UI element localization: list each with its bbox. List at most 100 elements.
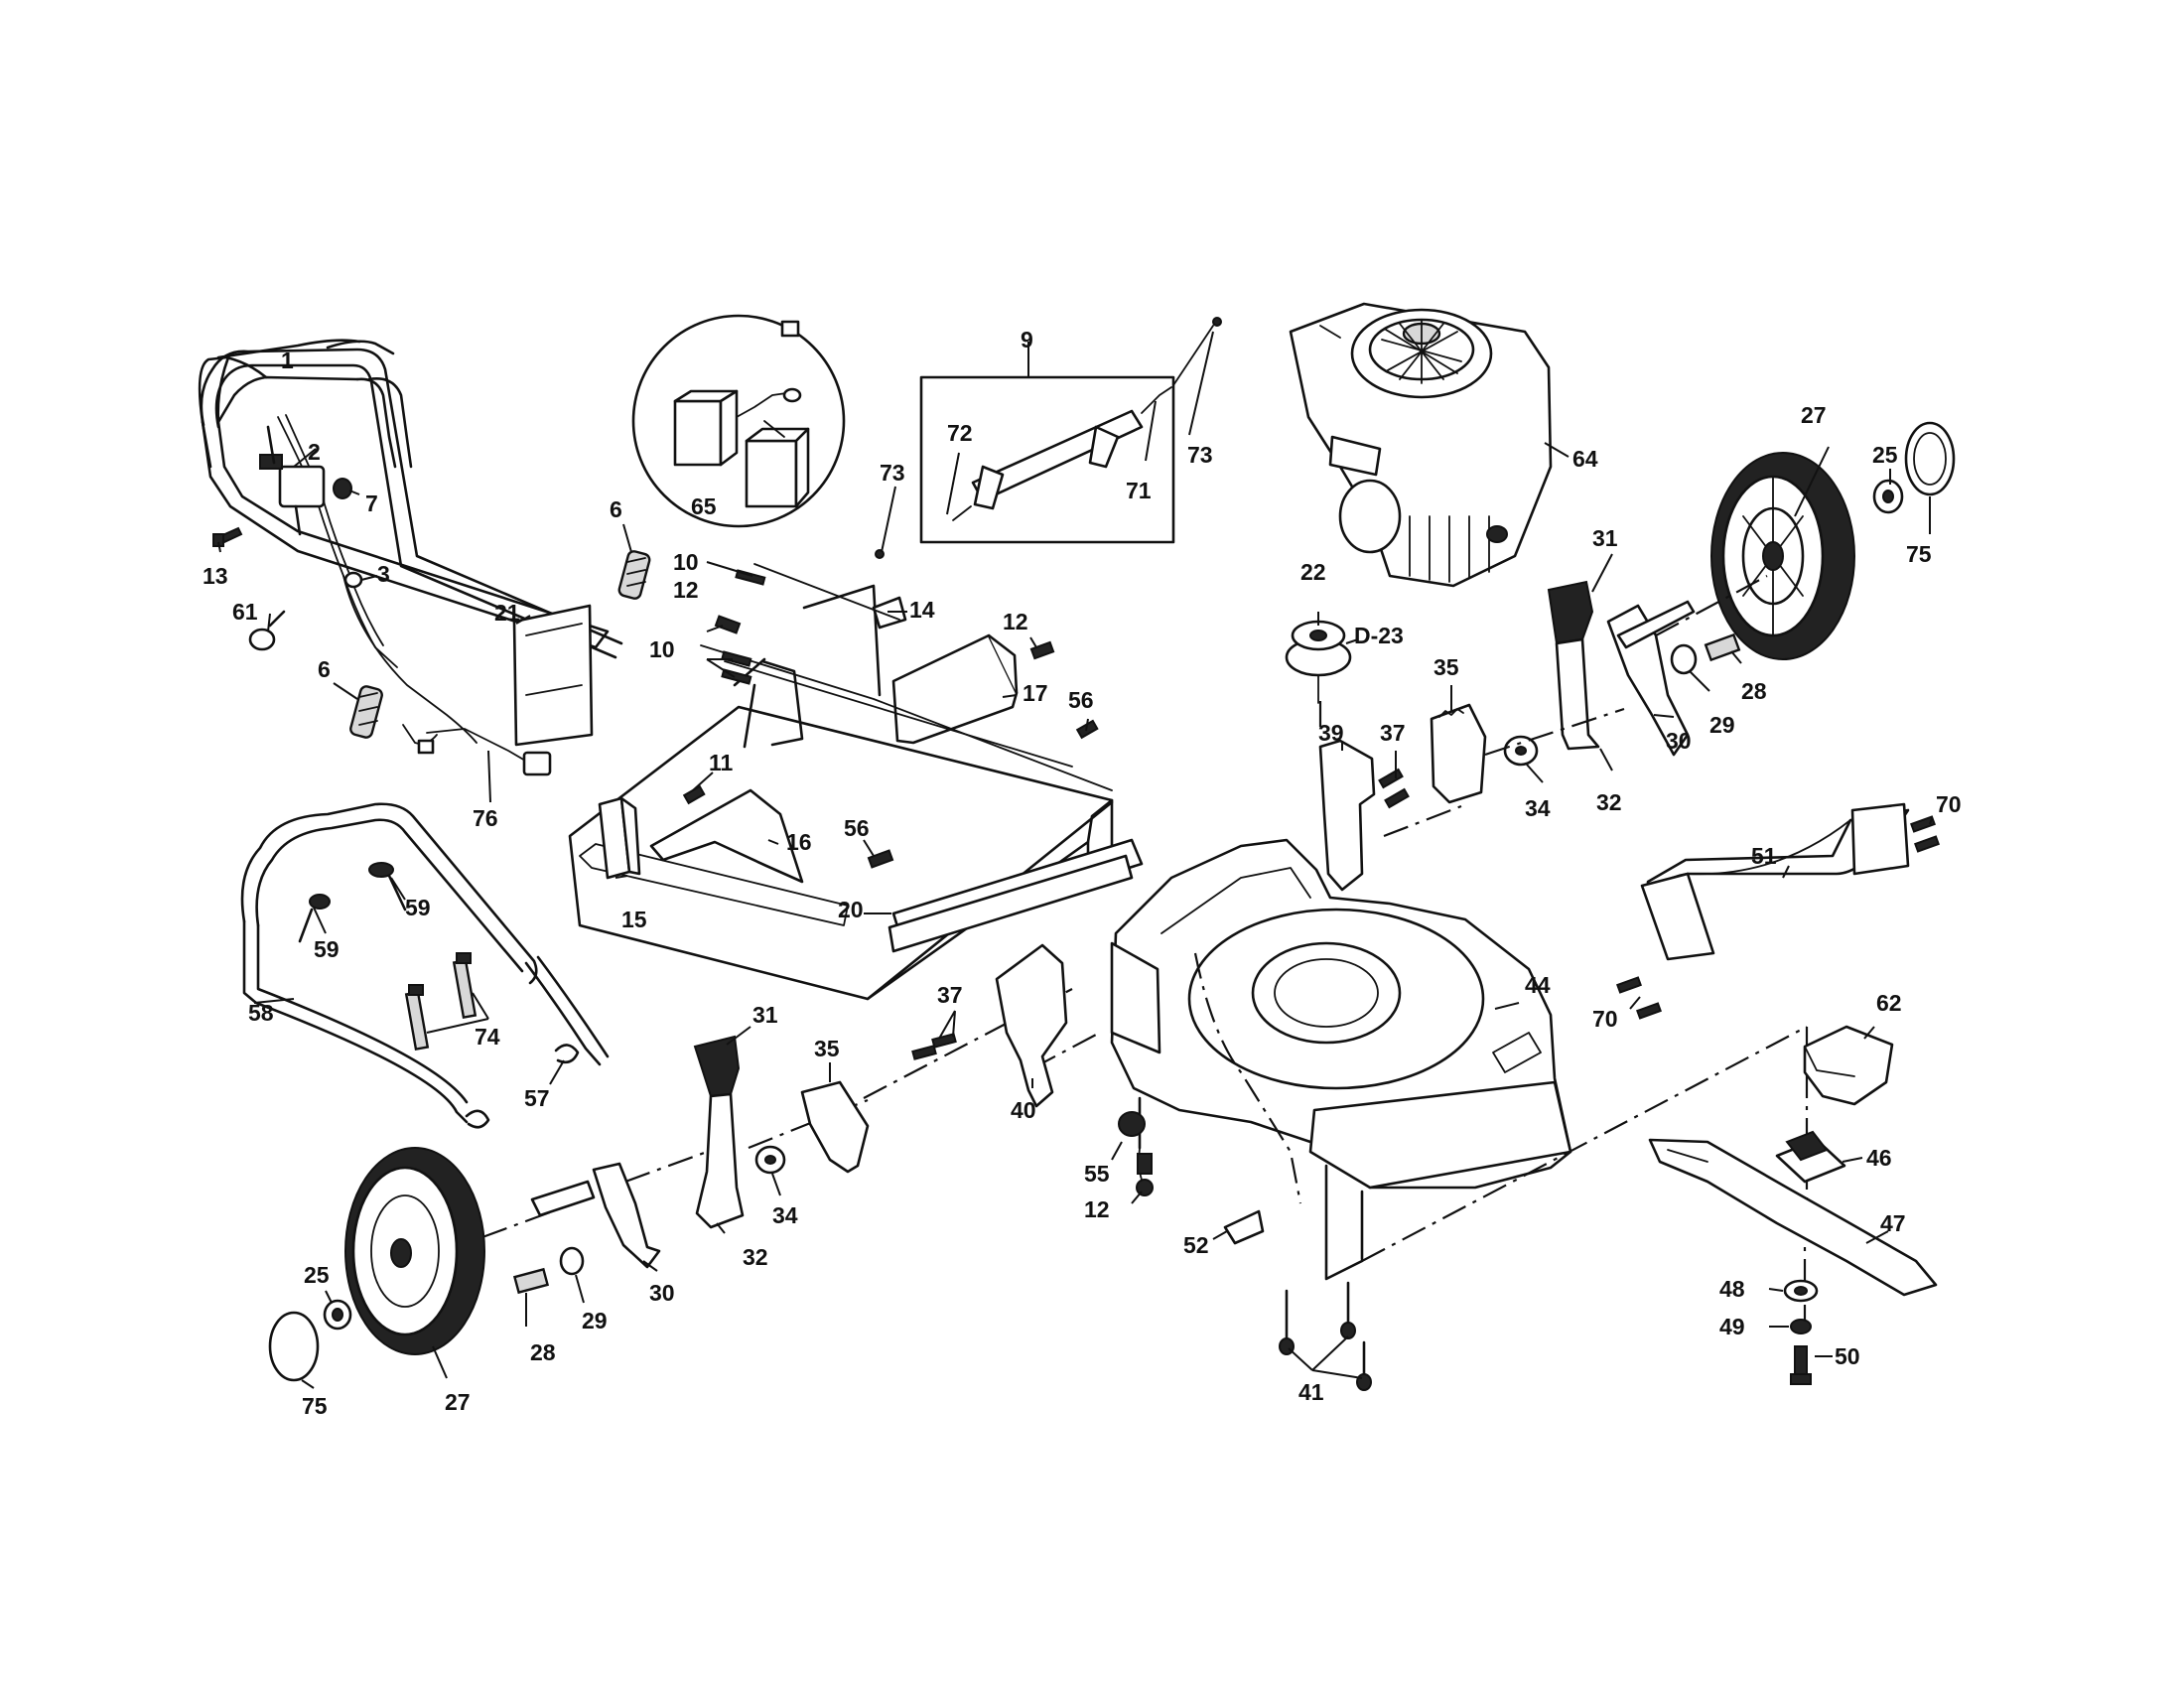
callout-34-right: 34 — [1525, 795, 1551, 821]
upper-handle — [198, 339, 610, 745]
callout-20: 20 — [838, 897, 864, 922]
bolt-56-b — [867, 849, 894, 869]
callout-73-left: 73 — [880, 460, 905, 486]
bolts-37-right — [1378, 768, 1410, 809]
rear-baffle-51 — [1640, 802, 1910, 961]
cable-clip-3 — [343, 571, 363, 589]
left-wheel-27 — [344, 1147, 485, 1355]
bolt-13 — [212, 526, 243, 547]
engine-64 — [1289, 302, 1553, 588]
callout-labels: 1 2 7 3 13 61 6 6 21 76 65 9 72 73 73 71… — [203, 327, 1962, 1419]
handle-tube — [200, 348, 623, 659]
callout-29-right: 29 — [1709, 712, 1735, 738]
callout-27-left: 27 — [445, 1389, 471, 1415]
callout-40: 40 — [1011, 1097, 1036, 1123]
blade-adapter-46 — [1775, 1130, 1846, 1184]
bolts-70-bottom — [1616, 976, 1662, 1020]
bolt-12-c — [1136, 1153, 1154, 1196]
washer-25-left — [323, 1299, 352, 1331]
bolts-70-top — [1910, 815, 1940, 853]
callout-10-mid: 10 — [649, 636, 675, 662]
callout-3: 3 — [377, 561, 390, 587]
bracket-39 — [1318, 739, 1376, 892]
callout-47: 47 — [1880, 1210, 1906, 1236]
height-lever-31-left — [693, 1035, 745, 1229]
callout-35-left: 35 — [814, 1036, 840, 1061]
callout-75-left: 75 — [302, 1393, 328, 1419]
right-wheel-27 — [1710, 452, 1855, 660]
callout-10-top: 10 — [673, 549, 699, 575]
washer-29-right — [1670, 643, 1698, 675]
callout-65: 65 — [691, 493, 717, 519]
callout-12-top: 12 — [673, 577, 699, 603]
callout-39: 39 — [1318, 720, 1344, 746]
callout-37-right: 37 — [1380, 720, 1406, 746]
callout-9: 9 — [1021, 327, 1033, 352]
washer-49 — [1790, 1319, 1812, 1334]
callout-59-left: 59 — [314, 936, 340, 962]
callout-25-right: 25 — [1872, 442, 1898, 468]
wire-harness-76 — [417, 728, 552, 776]
callout-56-right: 56 — [1068, 687, 1094, 713]
cable-box-9 — [919, 342, 1175, 544]
spacer-34-left — [754, 1145, 786, 1175]
callout-55: 55 — [1084, 1161, 1110, 1187]
callout-37-left: 37 — [937, 982, 963, 1008]
blade-adapter-62 — [1803, 1025, 1894, 1106]
bolt-11 — [682, 784, 706, 805]
spacer-34-right — [1503, 735, 1539, 767]
knob-7 — [333, 478, 352, 499]
pin-73-right — [1172, 317, 1222, 386]
height-lever-31-right — [1547, 580, 1600, 751]
callout-34-left: 34 — [772, 1202, 798, 1228]
bolts-41 — [1279, 1281, 1372, 1391]
callout-11: 11 — [709, 750, 734, 775]
clip-52 — [1223, 1209, 1265, 1245]
callout-28-right: 28 — [1741, 678, 1767, 704]
callout-32-right: 32 — [1596, 789, 1622, 815]
callout-70-bottom: 70 — [1592, 1006, 1618, 1032]
callout-62: 62 — [1876, 990, 1902, 1016]
callout-6-upper: 6 — [610, 496, 622, 522]
callout-59-right: 59 — [405, 895, 431, 920]
callout-12-right: 12 — [1003, 609, 1028, 634]
bracket-40 — [995, 943, 1068, 1108]
blade-47 — [1648, 1138, 1938, 1297]
callout-17: 17 — [1023, 680, 1048, 706]
callout-32-left: 32 — [743, 1244, 768, 1270]
callout-30-left: 30 — [649, 1280, 675, 1306]
callout-51: 51 — [1751, 843, 1777, 869]
callout-72: 72 — [947, 420, 973, 446]
control-bracket — [259, 425, 326, 536]
bolt-28-left — [512, 1267, 550, 1295]
axle-bracket-30-left — [530, 1162, 661, 1269]
cap-75-left — [268, 1311, 320, 1382]
plate-35-left — [800, 1080, 870, 1174]
callout-2: 2 — [308, 439, 321, 465]
callout-d23: D-23 — [1354, 623, 1404, 648]
callout-6-lower: 6 — [318, 656, 331, 682]
axle-bracket-30-right — [1606, 600, 1696, 757]
leader-lines — [217, 331, 1933, 1389]
bolt-55 — [1118, 1111, 1146, 1137]
callout-27-right: 27 — [1801, 402, 1827, 428]
callout-30-right: 30 — [1666, 728, 1692, 754]
callout-35-right: 35 — [1433, 654, 1459, 680]
callout-49: 49 — [1719, 1314, 1745, 1339]
lower-handle-58 — [240, 802, 610, 1124]
callout-70-top: 70 — [1936, 791, 1962, 817]
callout-71: 71 — [1126, 478, 1152, 503]
callout-52: 52 — [1183, 1232, 1209, 1258]
callout-41: 41 — [1298, 1379, 1324, 1405]
callout-57: 57 — [524, 1085, 550, 1111]
bolt-59-b — [298, 894, 331, 943]
plate-35-right — [1430, 703, 1487, 804]
bolt-50 — [1790, 1345, 1812, 1385]
deck-44 — [1110, 838, 1572, 1281]
bolts-74 — [404, 952, 478, 1052]
handle-knob-6-upper — [617, 550, 651, 600]
washer-25-right — [1872, 479, 1904, 514]
callout-14: 14 — [909, 597, 935, 623]
callout-31-right: 31 — [1592, 525, 1618, 551]
